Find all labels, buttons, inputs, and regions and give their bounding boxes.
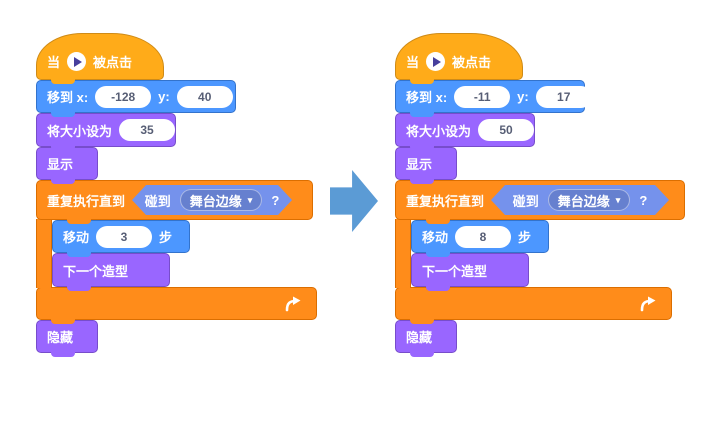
repeat-until-label: 重复执行直到 [406,193,485,209]
goto-y-label: y: [158,89,170,104]
goto-x-input[interactable]: -11 [454,85,511,108]
show-label: 显示 [406,157,433,172]
boolean-touching-block[interactable]: 碰到 舞台边缘 ▾ ? [132,185,292,215]
touching-dropdown[interactable]: 舞台边缘 ▾ [180,189,263,211]
repeat-left-arm [36,219,52,288]
block-hide[interactable]: 隐藏 [36,320,98,357]
hide-label: 隐藏 [47,330,74,345]
show-label: 显示 [47,157,74,172]
block-show[interactable]: 显示 [36,147,98,184]
repeat-bottom-bar[interactable] [395,287,672,324]
move-steps-input[interactable]: 8 [455,225,512,248]
clicked-label: 被点击 [93,55,133,70]
block-repeat-until[interactable]: 重复执行直到 碰到 舞台边缘 ▾ ? [395,180,685,224]
repeat-until-label: 重复执行直到 [47,193,126,209]
block-goto-xy[interactable]: 移到 x: -11 y: 17 [395,80,592,117]
loop-arrow-icon [285,296,301,311]
goto-x-input[interactable]: -128 [95,85,152,108]
set-size-label: 将大小设为 [406,123,472,139]
block-move-steps[interactable]: 移动 3 步 [52,220,190,257]
goto-y-input[interactable]: 17 [535,85,592,108]
dropdown-arrow-icon: ▾ [615,194,621,205]
boolean-touching-block[interactable]: 碰到 舞台边缘 ▾ ? [491,185,669,215]
block-next-costume[interactable]: 下一个造型 [52,253,170,291]
block-hide[interactable]: 隐藏 [395,320,457,357]
move-unit-label: 步 [159,230,173,245]
when-label: 当 [406,55,420,70]
set-size-input[interactable]: 35 [119,119,176,141]
goto-label: 移到 x: [47,90,89,105]
move-steps-input[interactable]: 3 [96,225,153,248]
block-move-steps[interactable]: 移动 8 步 [411,220,549,257]
clicked-label: 被点击 [452,55,492,70]
loop-arrow-icon [640,296,656,311]
block-when-flag-clicked[interactable]: 当 被点击 [395,33,523,84]
move-label: 移动 [63,230,90,245]
block-set-size[interactable]: 将大小设为 50 [395,113,535,151]
touching-label: 碰到 [144,193,171,209]
next-costume-label: 下一个造型 [422,263,488,279]
block-set-size[interactable]: 将大小设为 35 [36,113,176,151]
play-icon [67,52,87,71]
question-mark: ? [271,192,280,208]
block-show[interactable]: 显示 [395,147,457,184]
block-goto-xy[interactable]: 移到 x: -128 y: 40 [36,80,236,117]
next-costume-label: 下一个造型 [63,263,129,279]
dropdown-arrow-icon: ▾ [247,194,253,205]
goto-label: 移到 x: [406,90,448,105]
question-mark: ? [639,192,648,208]
move-label: 移动 [422,230,449,245]
touching-option: 舞台边缘 [557,193,610,209]
repeat-bottom-bar[interactable] [36,287,317,324]
goto-y-input[interactable]: 40 [176,85,233,108]
touching-label: 碰到 [512,193,539,209]
move-unit-label: 步 [518,230,532,245]
hide-label: 隐藏 [406,330,433,345]
play-icon [426,52,446,71]
when-label: 当 [47,55,61,70]
touching-option: 舞台边缘 [189,193,242,209]
script-stack-before: 当 被点击 移到 x: -128 y: 40 将大小设为 35 显示 重复执行直… [36,0,366,425]
block-repeat-until[interactable]: 重复执行直到 碰到 舞台边缘 ▾ ? [36,180,313,224]
set-size-input[interactable]: 50 [478,119,535,141]
touching-dropdown[interactable]: 舞台边缘 ▾ [548,189,631,211]
goto-y-label: y: [517,89,529,104]
block-next-costume[interactable]: 下一个造型 [411,253,529,291]
repeat-left-arm [395,219,411,288]
set-size-label: 将大小设为 [47,123,113,139]
block-when-flag-clicked[interactable]: 当 被点击 [36,33,164,84]
script-stack-after: 当 被点击 移到 x: -11 y: 17 将大小设为 50 显示 重复执行直到… [395,0,705,425]
